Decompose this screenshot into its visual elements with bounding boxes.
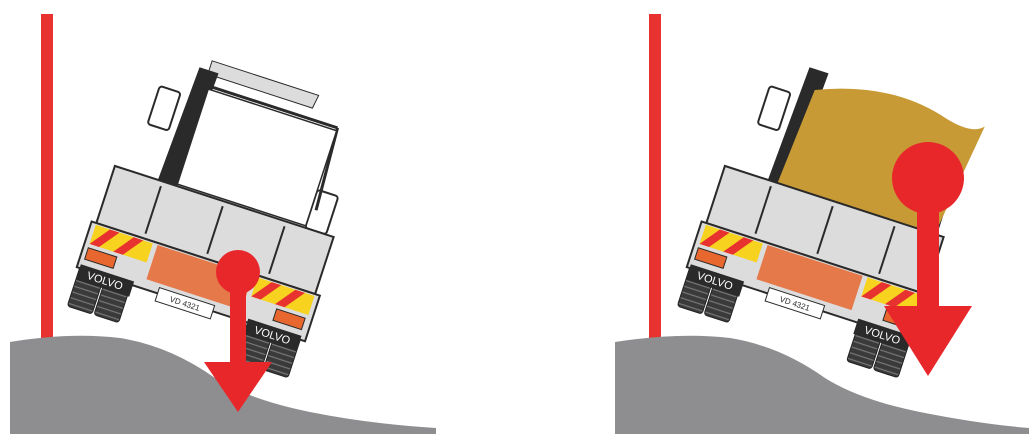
- tarp-bar-2: [314, 127, 340, 211]
- wall-post: [649, 14, 661, 344]
- center-of-gravity-arrow-icon: [204, 250, 272, 412]
- wall-post: [41, 14, 53, 344]
- rear-lamp-right: [272, 308, 306, 331]
- underrun-bar: [146, 244, 253, 311]
- license-plate: [154, 287, 216, 320]
- truck-empty: VOLVO VOLVO VD 4321: [67, 60, 340, 378]
- rear-lamp-left: [693, 247, 728, 270]
- center-of-gravity-arrow-icon: [884, 142, 972, 376]
- mudflap-left: [685, 264, 745, 297]
- panel-empty-truck: VOLVO VOLVO VD 4321: [10, 14, 436, 434]
- panel-loaded-truck: VOLVO VOLVO VD 4321: [615, 14, 1029, 434]
- tarp-bar: [208, 84, 339, 130]
- mudflap-right: [853, 318, 912, 352]
- mudflap-left: [75, 264, 135, 297]
- mirror-left: [757, 85, 791, 131]
- license-plate: [764, 287, 826, 320]
- ground-slope: [615, 335, 1029, 434]
- headboard: [207, 60, 320, 109]
- front-panel: [156, 67, 219, 191]
- mirror-left: [147, 85, 181, 131]
- mudflap-right: [243, 318, 302, 352]
- empty-bed: [176, 88, 338, 227]
- rear-lamp-left: [83, 247, 118, 270]
- underrun-bar: [756, 244, 863, 311]
